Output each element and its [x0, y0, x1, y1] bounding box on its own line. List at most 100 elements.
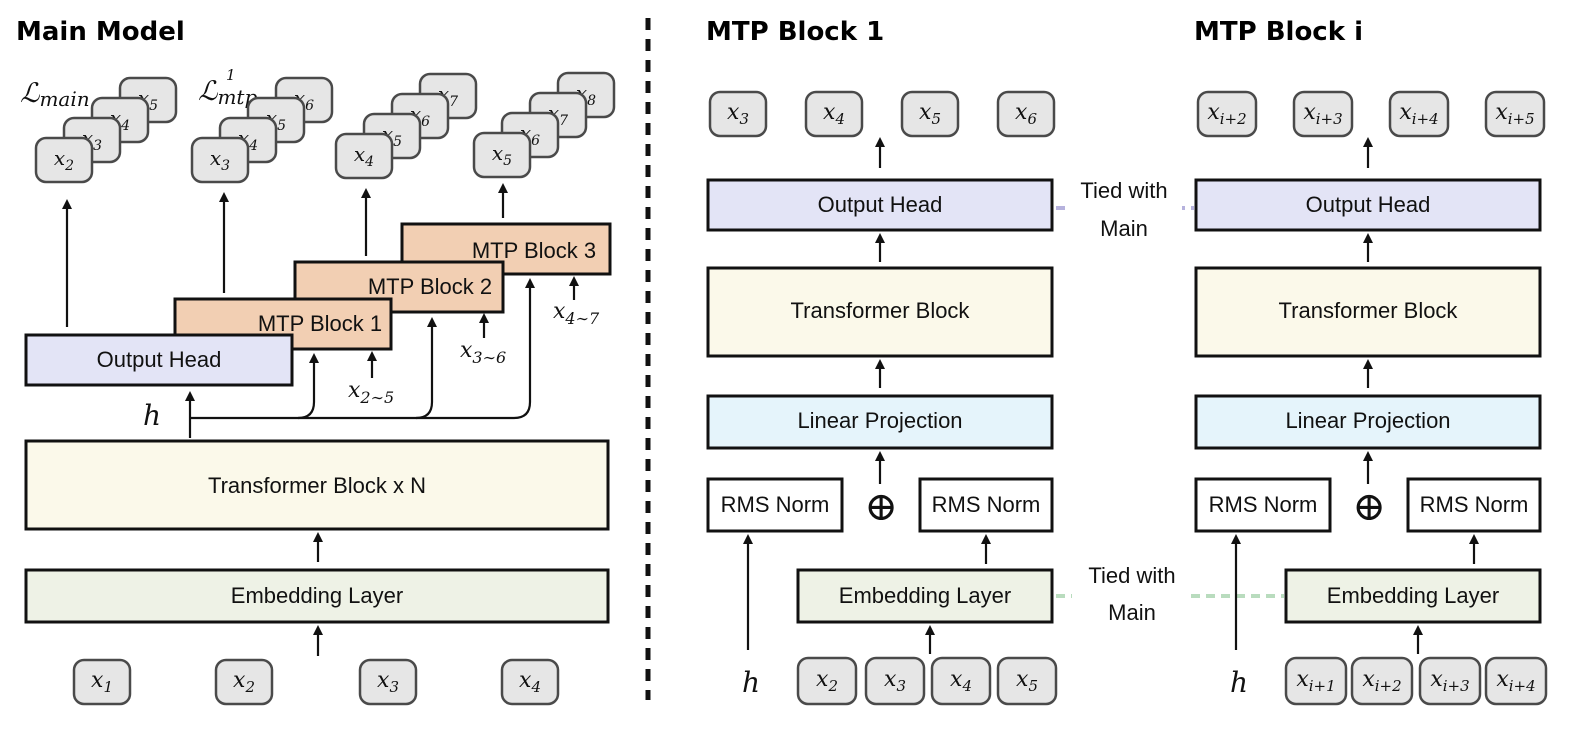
tied-embedding-label-line1: Tied with	[1088, 563, 1175, 588]
main-input-token-3: x3	[358, 658, 418, 706]
mtpi-output-head	[1194, 178, 1542, 232]
main-output-token-3-1: x4	[334, 132, 394, 180]
mtp1-input-token-1: x2	[796, 656, 858, 706]
mtp1-input-token-2-box	[864, 656, 926, 706]
mtp-input-label-2: x3∼6	[460, 338, 506, 367]
mtp1-linear-projection	[706, 394, 1054, 450]
mtp1-output-head	[706, 178, 1054, 232]
mtp1-output-token-3-box	[900, 90, 960, 138]
mtp1-embedding-layer	[796, 568, 1054, 624]
mtp1-rms-norm-right	[918, 477, 1054, 533]
main-embedding-layer	[24, 568, 610, 624]
mtpi-input-token-2-label: xi+2	[1362, 667, 1401, 695]
mtp1-input-token-2: x3	[864, 656, 926, 706]
main-hidden-label: h	[143, 399, 161, 432]
mtp1-transformer-block	[706, 266, 1054, 358]
mtpi-input-token-1: xi+1	[1284, 656, 1348, 706]
mtpi-output-token-2: xi+3	[1292, 90, 1354, 138]
main-output-token-4-1-label: x5	[492, 141, 512, 169]
mtpi-input-token-3-label: xi+3	[1430, 667, 1469, 695]
mtp1-input-token-1-label: x2	[816, 667, 838, 695]
tied-output-label-bg	[1066, 178, 1182, 240]
mtp1-input-token-4: x5	[996, 656, 1058, 706]
main-output-token-1-1-label: x2	[54, 146, 74, 174]
main-input-token-3-label: x3	[377, 668, 399, 696]
main-output-token-4-2-label: x6	[520, 121, 540, 149]
mtpi-rms-norm-left-label: RMS Norm	[1209, 492, 1318, 517]
main-output-token-1-1-box	[34, 136, 94, 184]
main-output-head-label: Output Head	[97, 347, 222, 372]
mtp-block-1-heading: MTP Block 1	[706, 17, 884, 47]
main-embedding-layer-label: Embedding Layer	[231, 583, 403, 608]
mtpi-linear-projection	[1194, 394, 1542, 450]
mtpi-transformer-block	[1194, 266, 1542, 358]
mtpi-embedding-layer	[1284, 568, 1542, 624]
main-output-token-3-1-box	[334, 132, 394, 180]
mtp1-input-token-3-label: x4	[950, 667, 972, 695]
mtp1-output-token-4: x6	[996, 90, 1056, 138]
mtp1-output-token-1-box	[708, 90, 768, 138]
main-transformer-block	[24, 439, 610, 531]
main-output-token-1-3-label: x4	[110, 106, 130, 134]
main-output-token-2-4-label: x6	[294, 86, 314, 114]
mtp1-output-token-2: x4	[804, 90, 864, 138]
mtp1-rms-norm-right-label: RMS Norm	[932, 492, 1041, 517]
mtpi-input-token-3: xi+3	[1418, 656, 1482, 706]
mtpi-input-token-1-label: xi+1	[1296, 667, 1335, 695]
mtp1-transformer-block-label: Transformer Block	[791, 298, 971, 323]
main-output-token-1-1: x2	[34, 136, 94, 184]
mtp1-output-token-4-label: x6	[1015, 100, 1037, 128]
main-output-token-2-1-box	[190, 136, 250, 184]
mtpi-input-token-4-box	[1484, 656, 1548, 706]
mtpi-output-head-label: Output Head	[1306, 192, 1431, 217]
svg-text:ℒmain: ℒmain	[20, 78, 90, 111]
main-output-token-2-1-label: x3	[210, 146, 230, 174]
tied-embedding-label-bg	[1072, 560, 1190, 626]
loss-main-label: ℒmain	[20, 78, 90, 111]
main-input-token-4: x4	[500, 658, 560, 706]
main-input-token-1-label: x1	[91, 668, 113, 696]
mtp1-output-token-1: x3	[708, 90, 768, 138]
mtpi-output-token-3: xi+4	[1388, 90, 1450, 138]
mtpi-output-token-4-label: xi+5	[1495, 100, 1534, 128]
main-output-token-4-1-box	[472, 131, 532, 179]
mtpi-output-token-3-label: xi+4	[1399, 100, 1438, 128]
mtp1-output-token-2-box	[804, 90, 864, 138]
main-input-token-2-box	[214, 658, 274, 706]
main-input-token-2: x2	[214, 658, 274, 706]
mtp1-input-token-1-box	[796, 656, 858, 706]
mtpi-transformer-block-label: Transformer Block	[1279, 298, 1459, 323]
mtpi-output-token-1-label: xi+2	[1207, 100, 1246, 128]
main-input-token-2-label: x2	[233, 668, 255, 696]
main-input-token-4-box	[500, 658, 560, 706]
mtp1-output-token-3-label: x5	[919, 100, 941, 128]
mtpi-output-token-4-box	[1484, 90, 1546, 138]
mtp1-output-token-2-label: x4	[823, 100, 845, 128]
mtp1-rms-norm-left	[706, 477, 844, 533]
mtp1-input-token-2-label: x3	[884, 667, 906, 695]
tied-output-label-line1: Tied with	[1080, 178, 1167, 203]
main-input-token-1: x1	[72, 658, 132, 706]
main-input-token-1-box	[72, 658, 132, 706]
main-output-token-3-3-label: x6	[410, 102, 430, 130]
svg-text:x2∼5: x2∼5	[348, 378, 394, 407]
mtp1-input-token-3: x4	[930, 656, 992, 706]
main-output-token-1-2-label: x3	[82, 126, 102, 154]
main-transformer-block-label: Transformer Block x N	[208, 473, 426, 498]
mtpi-output-token-2-box	[1292, 90, 1354, 138]
mtpi-input-token-2: xi+2	[1350, 656, 1414, 706]
tied-embedding-label-line2: Main	[1108, 600, 1156, 625]
main-output-token-4-3-label: x7	[548, 101, 568, 129]
mtp-input-label-3: x4∼7	[553, 299, 600, 328]
main-input-token-3-box	[358, 658, 418, 706]
mtp1-output-head-label: Output Head	[818, 192, 943, 217]
mtp1-concat-symbol: ⊕	[864, 484, 898, 530]
mtp1-input-token-4-box	[996, 656, 1058, 706]
mtpi-output-token-2-label: xi+3	[1303, 100, 1342, 128]
svg-text:x4∼7: x4∼7	[553, 299, 600, 328]
tied-output-label-line2: Main	[1100, 216, 1148, 241]
mtpi-input-token-3-box	[1418, 656, 1482, 706]
main-output-token-4-1: x5	[472, 131, 532, 179]
svg-text:x3∼6: x3∼6	[460, 338, 506, 367]
main-output-token-4-4-label: x8	[576, 81, 596, 109]
